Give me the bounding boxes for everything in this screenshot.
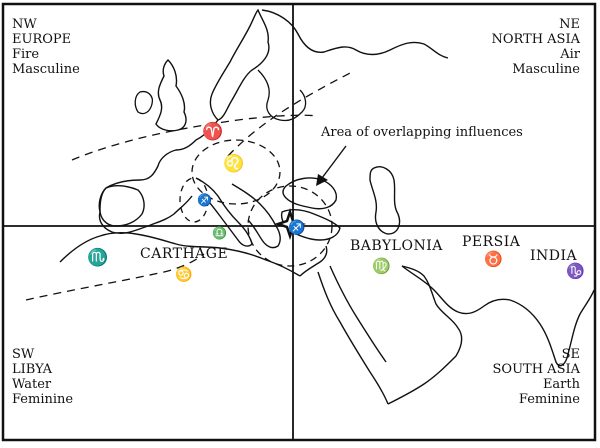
quadrant-element: Air	[560, 47, 580, 62]
coastline-red-sea	[317, 265, 389, 405]
annotation-arrow-line	[321, 145, 347, 179]
map-border	[1, 2, 597, 442]
quadrant-region: LIBYA	[12, 362, 53, 377]
quadrant-direction: SE	[561, 347, 580, 362]
quadrant-region: EUROPE	[12, 32, 72, 47]
coastline-finland	[261, 9, 449, 59]
sagittarius-sign-icon: ♐	[197, 193, 212, 207]
aries-sign-icon: ♈	[202, 122, 224, 142]
coastline-baltic	[257, 69, 307, 122]
coastline-black-sea	[282, 177, 338, 210]
quadrant-label-nw: NW EUROPE Fire Masculine	[12, 17, 80, 77]
coastline-arabia	[387, 265, 463, 405]
coastline-caspian	[369, 166, 401, 235]
coastline-scandinavia	[209, 8, 270, 121]
compass-star-icon	[274, 208, 306, 240]
italy-influence-circle	[179, 177, 209, 223]
overlap-circle	[247, 185, 333, 267]
quadrant-gender: Feminine	[518, 392, 580, 407]
quadrant-element: Fire	[12, 47, 40, 62]
quadrant-element: Earth	[542, 377, 580, 392]
leo-sign-icon: ♌	[223, 154, 245, 174]
quadrant-direction: SW	[12, 347, 35, 362]
quadrant-gender: Masculine	[12, 62, 80, 77]
quadrant-direction: NE	[559, 17, 580, 32]
overlap-annotation: Area of overlapping influences	[321, 125, 523, 140]
aries-influence-arc	[71, 114, 319, 161]
quadrant-element: Water	[12, 377, 52, 392]
quadrant-direction: NW	[12, 17, 37, 32]
capricorn-sign-icon: ♑	[566, 262, 585, 280]
place-label-babylonia: BABYLONIA	[350, 238, 443, 254]
quadrant-label-se: SE SOUTH ASIA Earth Feminine	[493, 347, 580, 407]
coastline-persian-gulf	[401, 265, 511, 315]
virgo-sign-icon: ♍	[372, 257, 391, 275]
scorpio-sign-icon: ♏	[87, 248, 109, 268]
quadrant-gender: Masculine	[512, 62, 580, 77]
place-label-persia: PERSIA	[462, 234, 521, 250]
quadrant-label-ne: NE NORTH ASIA Air Masculine	[491, 17, 580, 77]
cancer-sign-icon: ♋	[175, 267, 193, 283]
coastline-levant	[299, 245, 328, 277]
place-label-india: INDIA	[530, 248, 578, 264]
coastline-india	[509, 289, 595, 367]
taurus-sign-icon: ♉	[484, 250, 503, 268]
place-label-carthage: CARTHAGE	[140, 246, 229, 262]
sagittarius-small-sign-icon: ♐	[288, 220, 306, 236]
quadrant-region: NORTH ASIA	[491, 32, 580, 47]
coastline-iberia	[99, 185, 145, 227]
annotation-arrow-head	[316, 174, 328, 186]
quadrant-region: SOUTH ASIA	[492, 362, 580, 377]
coastline-ireland	[134, 90, 154, 115]
north-influence-arc	[227, 71, 353, 157]
scorpio-influence-arc	[25, 253, 205, 301]
coastline-britain	[155, 59, 187, 132]
libra-sign-icon: ♎	[212, 226, 227, 240]
coastline-west-europe	[98, 119, 219, 235]
leo-influence-circle	[191, 139, 281, 205]
coastline-north-africa	[59, 231, 301, 277]
quadrant-gender: Feminine	[12, 392, 74, 407]
quadrant-label-sw: SW LIBYA Water Feminine	[12, 347, 73, 407]
coastline-balkans	[231, 183, 281, 249]
